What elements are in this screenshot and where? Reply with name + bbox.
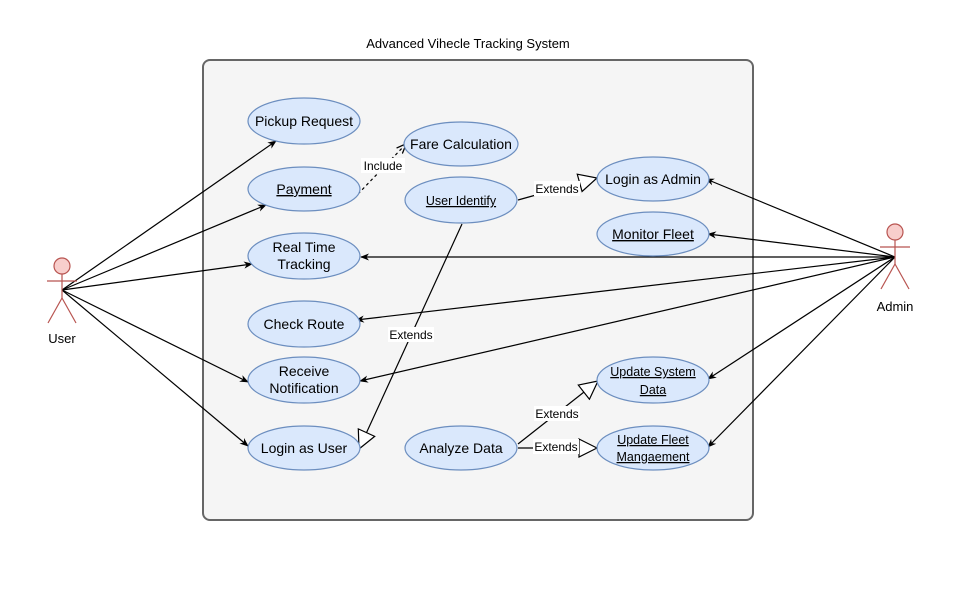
use-case-update-system-data-label-2: Data [640,383,666,397]
use-case-receive-notification[interactable]: Receive Notification [247,356,361,404]
use-case-login-as-user[interactable]: Login as User [247,425,361,471]
edge-labels: Include Extends Extends Extends Extends [361,158,580,454]
use-case-payment[interactable]: Payment [247,166,361,212]
use-case-update-system-data[interactable]: Update System Data [596,356,710,404]
use-case-login-as-admin[interactable]: Login as Admin [596,156,710,202]
edge-user-login [61,289,249,447]
actor-admin-label: Admin [877,299,914,314]
actor-admin-head [886,223,904,241]
use-case-real-time-tracking[interactable]: Real Time Tracking [247,232,361,280]
use-case-login-as-user-label: Login as User [261,440,348,456]
use-case-analyze-data-label: Analyze Data [419,440,502,456]
use-case-check-route[interactable]: Check Route [247,300,361,348]
edge-admin-route [355,256,896,323]
label-extends-login-admin: Extends [535,182,578,196]
use-case-payment-label: Payment [276,181,331,197]
edge-user-tracking [61,261,253,291]
edge-admin-update-fleet [707,256,896,448]
use-case-monitor-fleet[interactable]: Monitor Fleet [596,211,710,257]
use-case-pickup-request-label: Pickup Request [255,113,353,129]
actor-admin[interactable]: Admin [877,223,914,314]
use-case-check-route-label: Check Route [264,316,345,332]
use-case-receive-notification-label-1: Receive [279,363,330,379]
label-extends-login-user: Extends [389,328,432,342]
label-extends-update-system: Extends [535,407,578,421]
edge-admin-update-system [707,256,896,380]
use-case-monitor-fleet-label: Monitor Fleet [612,226,694,242]
use-case-receive-notification-label-2: Notification [269,380,338,396]
edge-user-notification [61,289,249,383]
use-case-user-identify-label: User Identify [426,194,497,208]
use-case-pickup-request[interactable]: Pickup Request [247,97,361,145]
system-title: Advanced Vihecle Tracking System [366,36,570,51]
use-case-user-identify[interactable]: User Identify [404,176,518,224]
use-case-login-as-admin-label: Login as Admin [605,171,701,187]
use-case-fare-calculation[interactable]: Fare Calculation [403,121,519,167]
label-include: Include [364,159,403,173]
edge-admin-login [705,178,896,258]
use-case-real-time-tracking-label-1: Real Time [272,239,335,255]
use-case-update-fleet-management-label-2: Mangaement [617,450,690,464]
edge-admin-notification [359,256,896,383]
actor-user[interactable]: User [47,257,77,346]
use-case-update-fleet-management-label-1: Update Fleet [617,433,689,447]
use-case-update-system-data-label-1: Update System [610,365,695,379]
use-case-analyze-data[interactable]: Analyze Data [404,425,518,471]
use-case-update-fleet-management[interactable]: Update Fleet Mangaement [596,425,710,471]
edge-admin-monitor [707,231,896,258]
edge-user-payment [61,204,267,291]
actor-user-head [53,257,71,275]
use-case-fare-calculation-label: Fare Calculation [410,136,512,152]
edge-user-pickup [61,140,277,291]
label-extends-update-fleet: Extends [534,440,577,454]
actor-user-label: User [48,331,76,346]
use-case-real-time-tracking-label-2: Tracking [277,256,330,272]
